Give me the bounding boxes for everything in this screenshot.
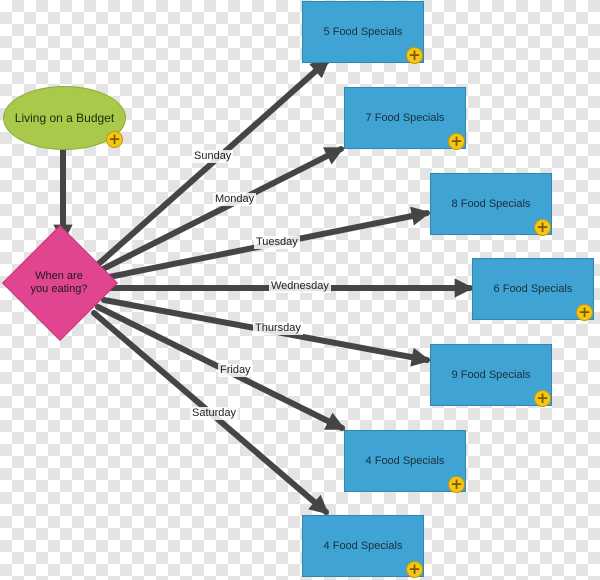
outcome-node-friday[interactable]: 4 Food Specials — [344, 430, 466, 492]
outcome-node-add-button[interactable]: + — [406, 47, 423, 64]
connector-label-monday: Monday — [213, 193, 257, 206]
plus-circle-icon: + — [536, 218, 549, 236]
outcome-node-wednesday[interactable]: 6 Food Specials — [472, 258, 594, 320]
start-node-add-button[interactable]: + — [106, 131, 123, 148]
start-node-label: Living on a Budget — [14, 111, 115, 125]
outcome-node-label: 4 Food Specials — [365, 455, 445, 467]
start-node-living-on-a-budget[interactable]: Living on a Budget — [3, 86, 126, 150]
outcome-node-add-button[interactable]: + — [448, 476, 465, 493]
plus-circle-icon: + — [450, 132, 463, 150]
connector-sunday[interactable] — [91, 58, 330, 271]
plus-circle-icon: + — [408, 46, 421, 64]
connector-label-thursday: Thursday — [253, 322, 303, 335]
plus-circle-icon: + — [408, 560, 421, 578]
plus-circle-icon: + — [578, 303, 591, 321]
outcome-node-monday[interactable]: 7 Food Specials — [344, 87, 466, 149]
connector-label-saturday: Saturday — [190, 407, 239, 420]
connector-label-friday: Friday — [218, 364, 253, 377]
connector-monday[interactable] — [94, 146, 345, 275]
outcome-node-add-button[interactable]: + — [406, 561, 423, 578]
plus-circle-icon: + — [108, 130, 121, 148]
outcome-node-add-button[interactable]: + — [534, 390, 551, 407]
outcome-node-label: 9 Food Specials — [451, 369, 531, 381]
outcome-node-label: 5 Food Specials — [323, 26, 403, 38]
decision-node-label: When are you eating? — [30, 270, 88, 295]
outcome-node-label: 6 Food Specials — [493, 283, 573, 295]
outcome-node-tuesday[interactable]: 8 Food Specials — [430, 173, 552, 235]
outcome-node-label: 8 Food Specials — [451, 198, 531, 210]
outcome-node-thursday[interactable]: 9 Food Specials — [430, 344, 552, 406]
connector-label-sunday: Sunday — [192, 150, 234, 163]
outcome-node-label: 7 Food Specials — [365, 112, 445, 124]
outcome-node-saturday[interactable]: 4 Food Specials — [302, 515, 424, 577]
outcome-node-add-button[interactable]: + — [576, 304, 593, 321]
plus-circle-icon: + — [536, 389, 549, 407]
outcome-node-sunday[interactable]: 5 Food Specials — [302, 1, 424, 63]
outcome-node-add-button[interactable]: + — [534, 219, 551, 236]
outcome-node-add-button[interactable]: + — [448, 133, 465, 150]
outcome-node-label: 4 Food Specials — [323, 540, 403, 552]
connector-label-wednesday: Wednesday — [269, 280, 331, 293]
plus-circle-icon: + — [450, 475, 463, 493]
connector-label-tuesday: Tuesday — [254, 236, 300, 249]
